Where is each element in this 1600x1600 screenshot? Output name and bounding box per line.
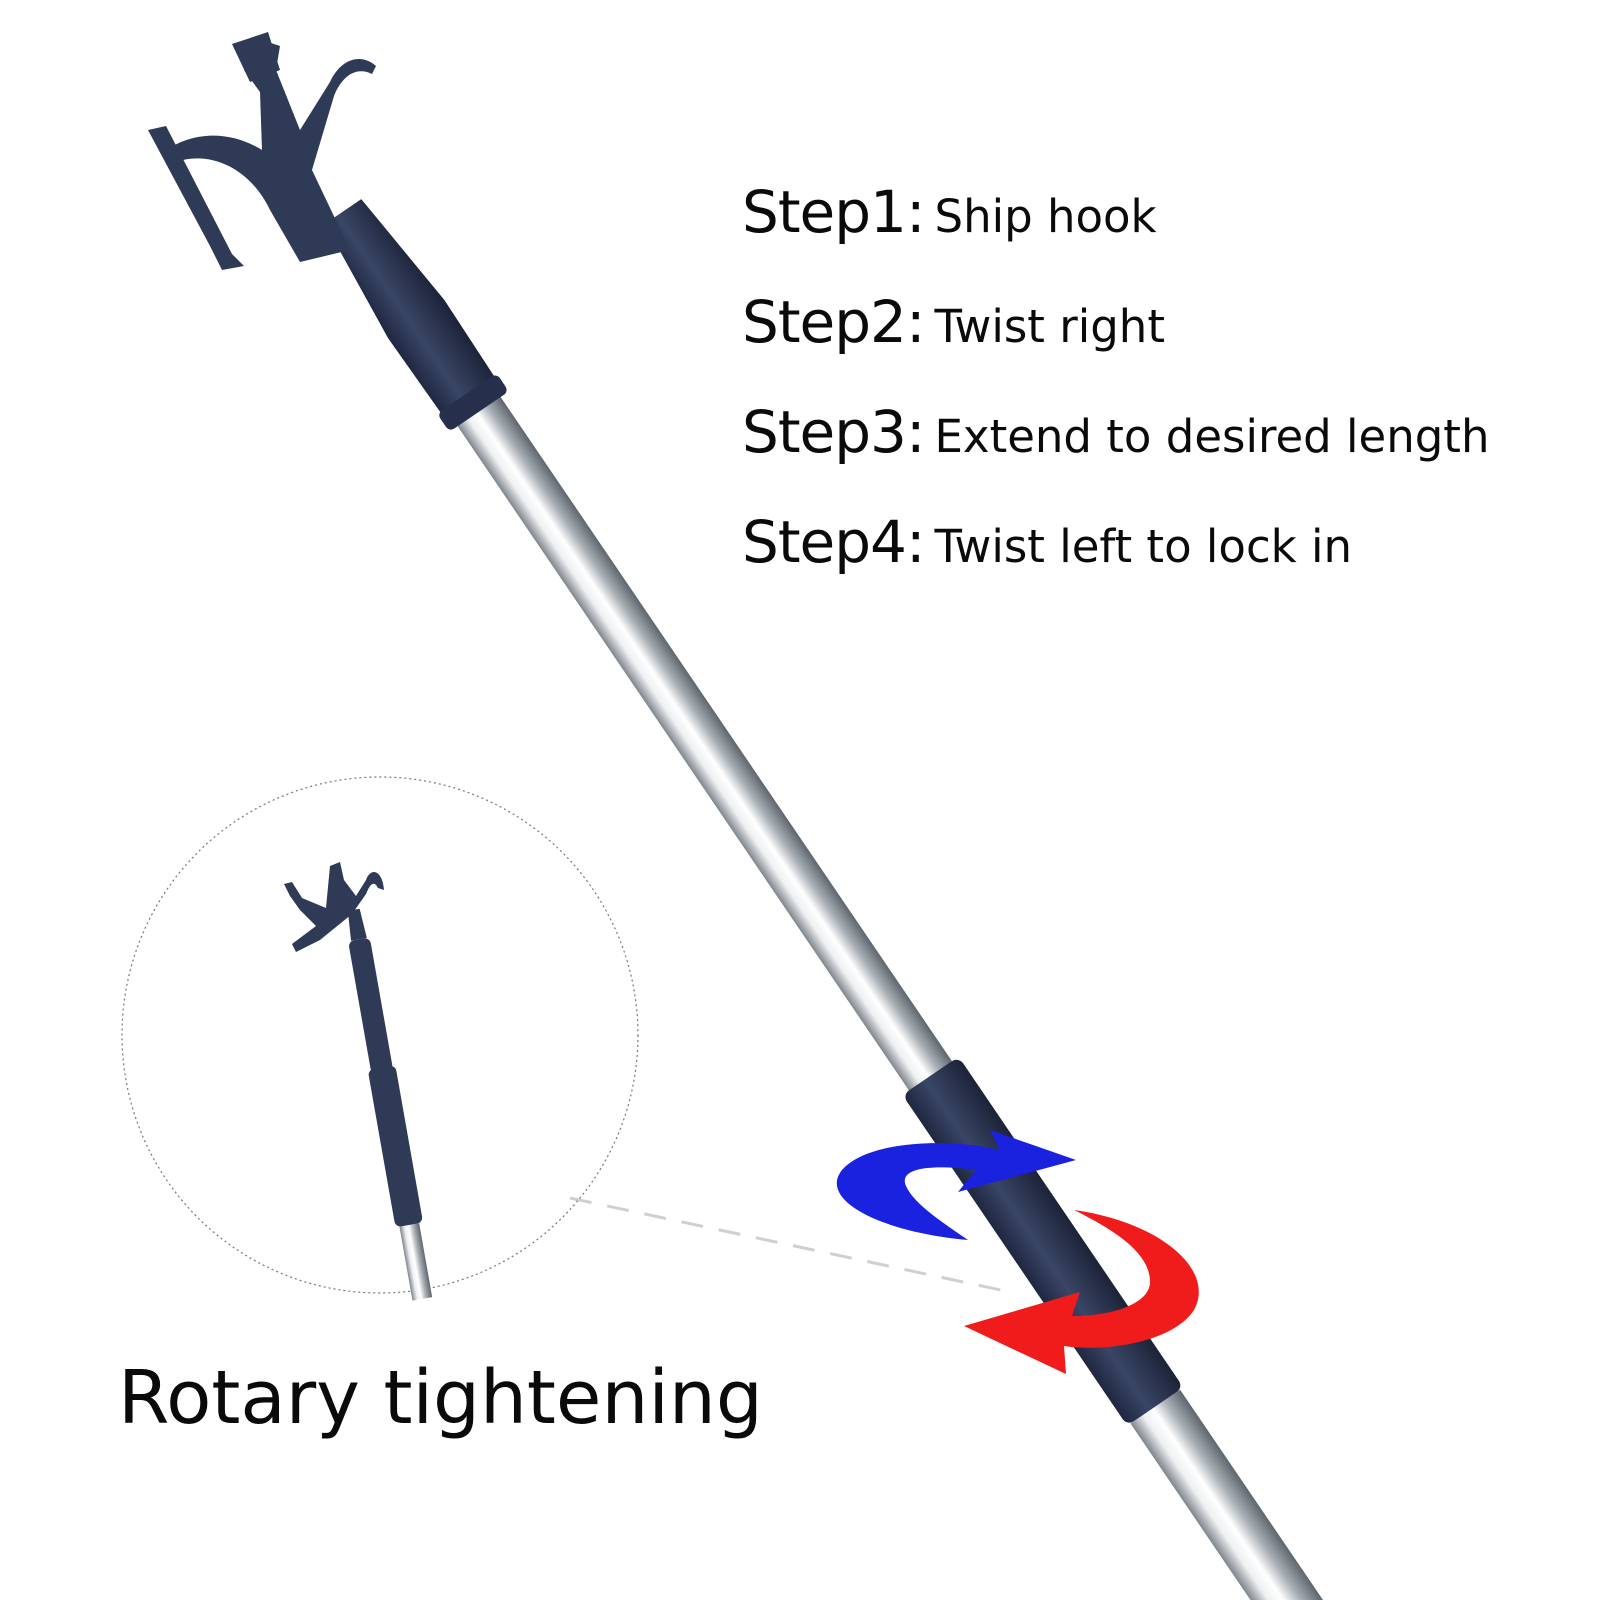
- inset-circle: [121, 776, 639, 1294]
- steps-list: Step1:Ship hook Step2:Twist right Step3:…: [742, 178, 1489, 618]
- hook-head: [148, 32, 376, 270]
- callout-leader-line: [569, 1196, 1011, 1294]
- step-4-label: Step4:: [742, 508, 925, 576]
- lower-pole-tube: [1130, 1389, 1349, 1600]
- step-1-label: Step1:: [742, 178, 925, 246]
- upper-pole-tube: [456, 395, 967, 1112]
- step-4-text: Twist left to lock in: [934, 520, 1353, 573]
- red-arrow: [964, 1210, 1199, 1374]
- detail-inset: [121, 776, 639, 1301]
- step-4: Step4:Twist left to lock in: [742, 508, 1489, 618]
- twist-arrows: [836, 1130, 1199, 1374]
- blue-arrow: [836, 1130, 1076, 1240]
- step-3-label: Step3:: [742, 398, 925, 466]
- step-2-label: Step2:: [742, 288, 925, 356]
- step-2: Step2:Twist right: [742, 288, 1489, 398]
- step-1: Step1:Ship hook: [742, 178, 1489, 288]
- step-2-text: Twist right: [934, 300, 1165, 353]
- hook-handle: [324, 199, 505, 428]
- step-1-text: Ship hook: [934, 190, 1157, 243]
- step-3: Step3:Extend to desired length: [742, 398, 1489, 508]
- inset-caption: Rotary tightening: [118, 1355, 763, 1441]
- step-3-text: Extend to desired length: [934, 410, 1490, 463]
